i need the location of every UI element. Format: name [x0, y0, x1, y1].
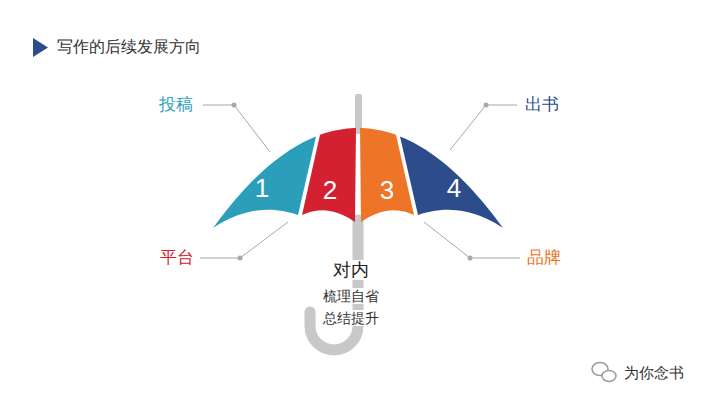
diagram-title: 写作的后续发展方向: [57, 37, 201, 58]
umbrella-tip: [355, 94, 362, 134]
leader-line: [200, 222, 288, 258]
center-note: 梳理自省: [320, 288, 382, 304]
leader-dot: [232, 103, 237, 108]
leader-lines: [200, 105, 520, 258]
chat-bubble: [602, 371, 616, 382]
callout-label: 平台: [160, 248, 194, 268]
callout-label: 投稿: [159, 95, 193, 115]
watermark: 为你念书: [624, 364, 684, 381]
callout-label: 品牌: [527, 248, 561, 268]
callout-label: 出书: [525, 95, 559, 115]
panel-number: 2: [323, 177, 337, 203]
panel-fill: [302, 128, 356, 222]
leader-line: [450, 105, 517, 150]
panel-shape: [300, 126, 358, 224]
leader-dot: [238, 256, 243, 261]
umbrella-panel: 4: [398, 134, 505, 230]
umbrella-handle: [310, 220, 358, 350]
leader-line: [203, 105, 270, 152]
panel-number: 3: [380, 177, 394, 203]
panel-fill: [400, 136, 503, 228]
panel-number: 1: [255, 175, 269, 201]
umbrella-panel: 2: [300, 126, 358, 224]
center-note: 总结提升: [320, 310, 382, 326]
umbrella-panel: 1: [211, 134, 318, 230]
panel-fill: [213, 136, 316, 228]
wechat-icon: [592, 363, 616, 382]
leader-dot: [468, 256, 473, 261]
leader-dot: [484, 103, 489, 108]
leader-line: [424, 222, 520, 258]
center-heading: 对内: [330, 260, 372, 281]
title-marker: [33, 38, 48, 57]
panel-number: 4: [447, 175, 461, 201]
